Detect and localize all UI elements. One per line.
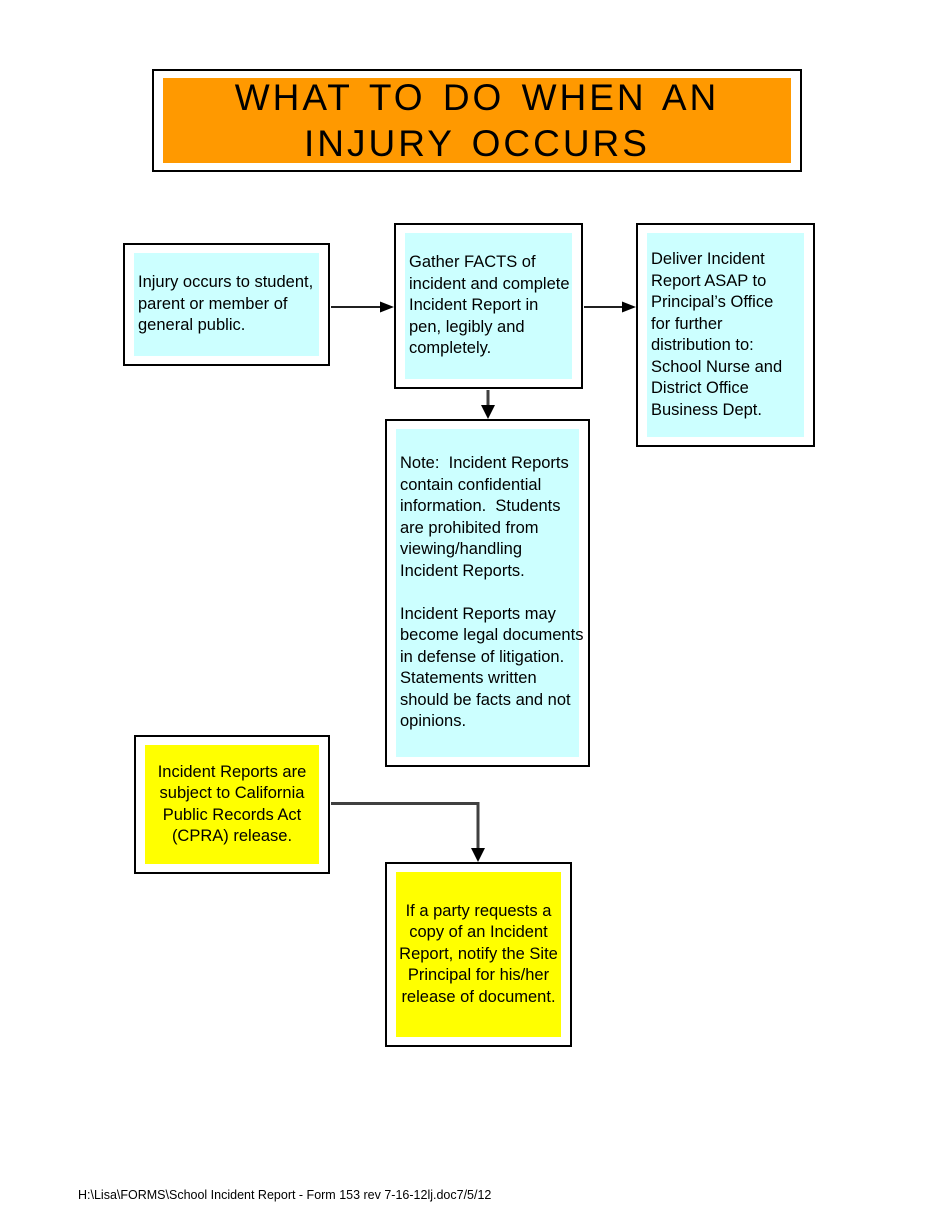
title-banner: WHAT TO DO WHEN AN INJURY OCCURS (152, 69, 802, 172)
flow-node-confidential-note: Note: Incident Reports contain confident… (385, 419, 590, 767)
flow-node-copy-request-text: If a party requests a copy of an Inciden… (399, 901, 558, 1006)
flow-node-injury-occurs-text: Injury occurs to student, parent or memb… (138, 273, 314, 335)
arrow-cpra-to-copy-request (331, 802, 485, 862)
arrow-injury-to-gather (331, 301, 394, 313)
flow-node-deliver-report: Deliver Incident Report ASAP to Principa… (636, 223, 815, 447)
arrow-gather-to-deliver (584, 301, 636, 313)
flow-node-cpra-subject: Incident Reports are subject to Californ… (134, 735, 330, 874)
flow-node-deliver-report-text: Deliver Incident Report ASAP to Principa… (651, 250, 783, 419)
title-banner-fill: WHAT TO DO WHEN AN INJURY OCCURS (163, 77, 791, 164)
flow-node-injury-occurs: Injury occurs to student, parent or memb… (123, 243, 330, 366)
flow-node-copy-request: If a party requests a copy of an Inciden… (385, 862, 572, 1047)
flow-node-gather-facts: Gather FACTS of incident and complete In… (394, 223, 583, 389)
flow-node-gather-facts-text: Gather FACTS of incident and complete In… (409, 253, 570, 358)
file-path-footer: H:\Lisa\FORMS\School Incident Report - F… (78, 1188, 492, 1202)
page-title: WHAT TO DO WHEN AN INJURY OCCURS (234, 76, 720, 164)
flow-node-confidential-note-text: Note: Incident Reports contain confident… (400, 454, 584, 731)
flow-node-cpra-subject-text: Incident Reports are subject to Californ… (157, 762, 307, 846)
arrow-gather-to-note (481, 390, 495, 419)
